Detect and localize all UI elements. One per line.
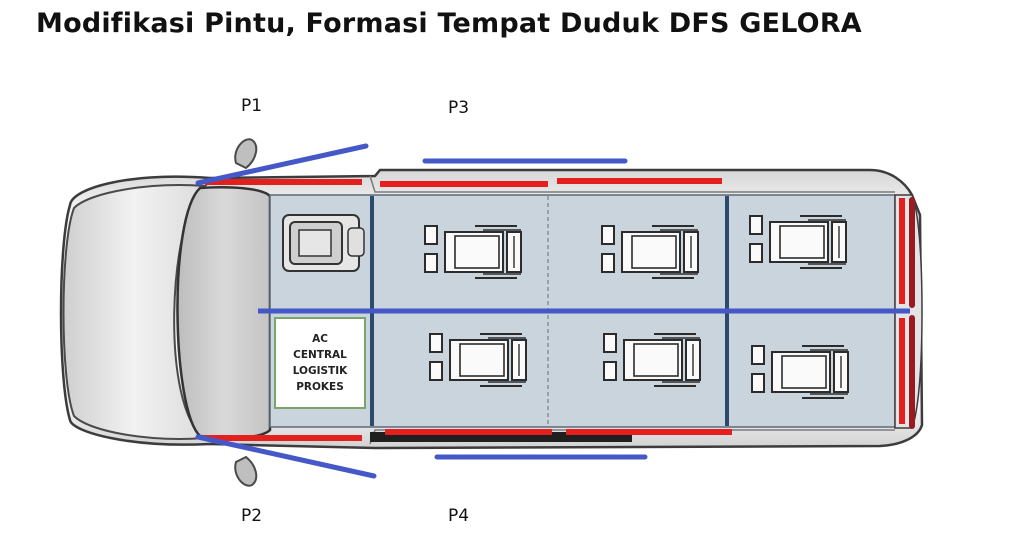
- door-label-p2: P2: [241, 506, 263, 526]
- door-label-p1: P1: [241, 96, 263, 116]
- diagram-title: Modifikasi Pintu, Formasi Tempat Duduk D…: [36, 8, 862, 39]
- ac-central-logistik-box: AC CENTRAL LOGISTIK PROKES: [274, 317, 366, 409]
- ac-box-line-3: LOGISTIK: [292, 365, 348, 377]
- door-label-p3: P3: [448, 98, 470, 118]
- ac-box-line-2: CENTRAL: [293, 349, 347, 361]
- bottom-step: [370, 432, 632, 442]
- ac-box-line-4: PROKES: [296, 381, 344, 393]
- door-p1-line: [195, 143, 369, 186]
- right-mirror: [234, 455, 258, 487]
- windshield: [176, 186, 272, 440]
- driver-seat: [282, 214, 365, 272]
- door-p2-line: [195, 434, 377, 479]
- left-mirror: [234, 138, 258, 170]
- door-label-p4: P4: [448, 506, 470, 526]
- ac-box-line-1: AC: [312, 333, 328, 345]
